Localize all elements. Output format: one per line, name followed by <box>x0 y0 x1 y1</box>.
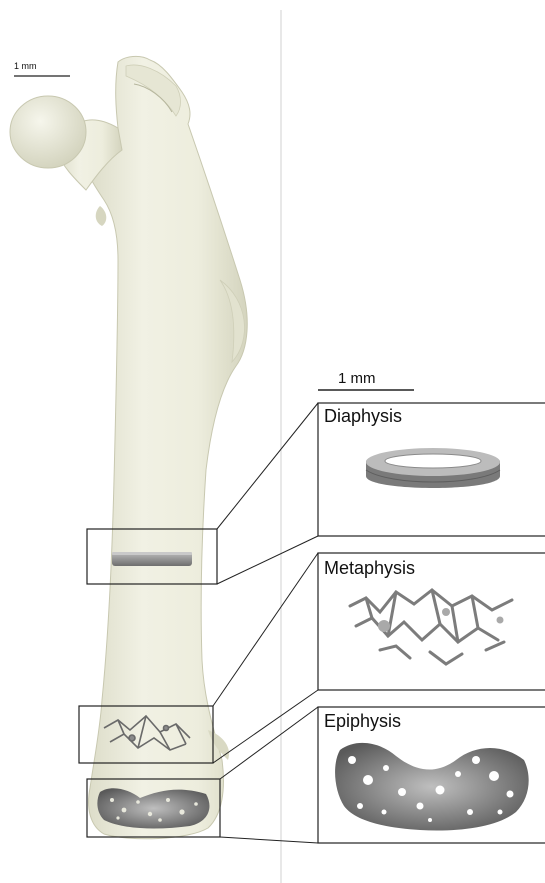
metaphysis-title: Metaphysis <box>324 558 415 579</box>
femoral-head <box>10 96 86 168</box>
diaphysis-ring-render <box>366 448 500 488</box>
diaphysis-segment <box>112 552 192 566</box>
epiphysis-segment <box>97 788 209 828</box>
diaphysis-title: Diaphysis <box>324 406 402 427</box>
epiphysis-title: Epiphysis <box>324 711 401 732</box>
detail-scale-label: 1 mm <box>338 370 376 387</box>
femur-scale-label: 1 mm <box>14 61 37 71</box>
femur <box>10 56 247 838</box>
connector-lines <box>213 403 318 843</box>
